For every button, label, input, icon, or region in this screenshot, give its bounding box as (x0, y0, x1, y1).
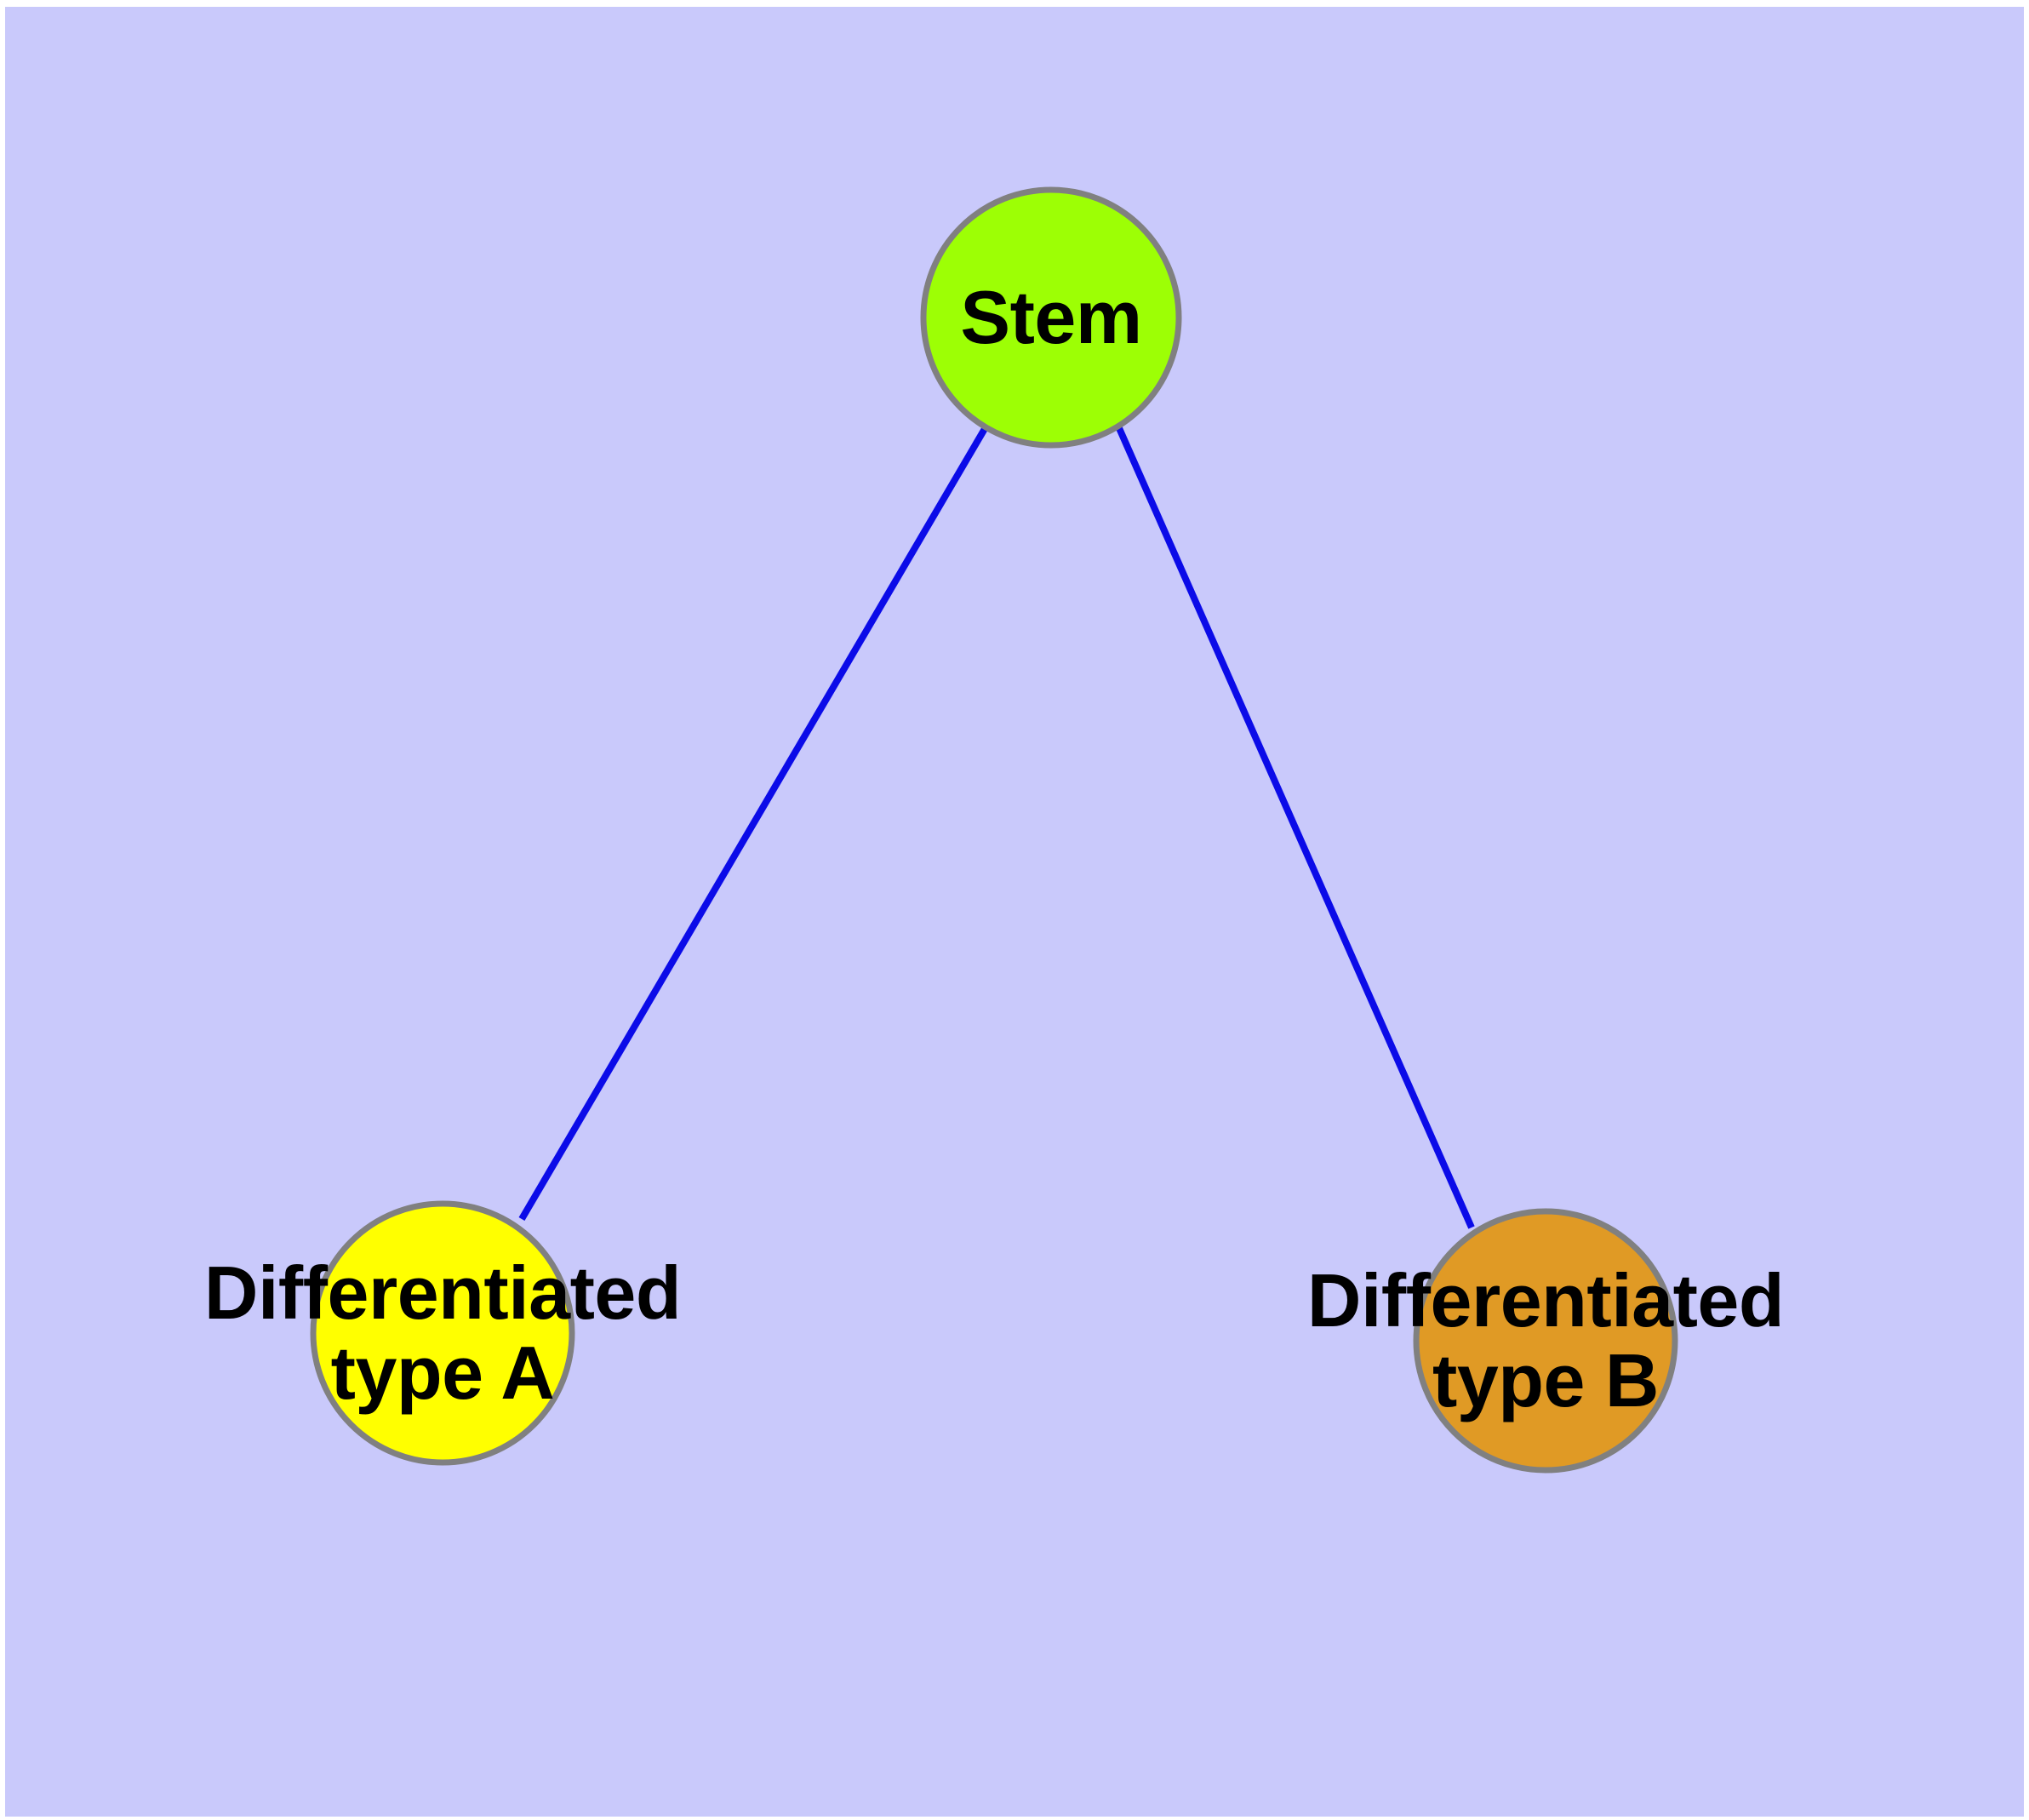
node-differentiated-type-a[interactable] (310, 1200, 575, 1466)
edge-stem-to-differentiated-type-a (518, 425, 989, 1222)
node-stem[interactable] (920, 186, 1182, 449)
node-differentiated-type-b[interactable] (1413, 1208, 1678, 1474)
nodes-group (310, 186, 1678, 1474)
edge-stem-to-differentiated-type-b (1116, 426, 1475, 1229)
edges-group (518, 425, 1475, 1229)
